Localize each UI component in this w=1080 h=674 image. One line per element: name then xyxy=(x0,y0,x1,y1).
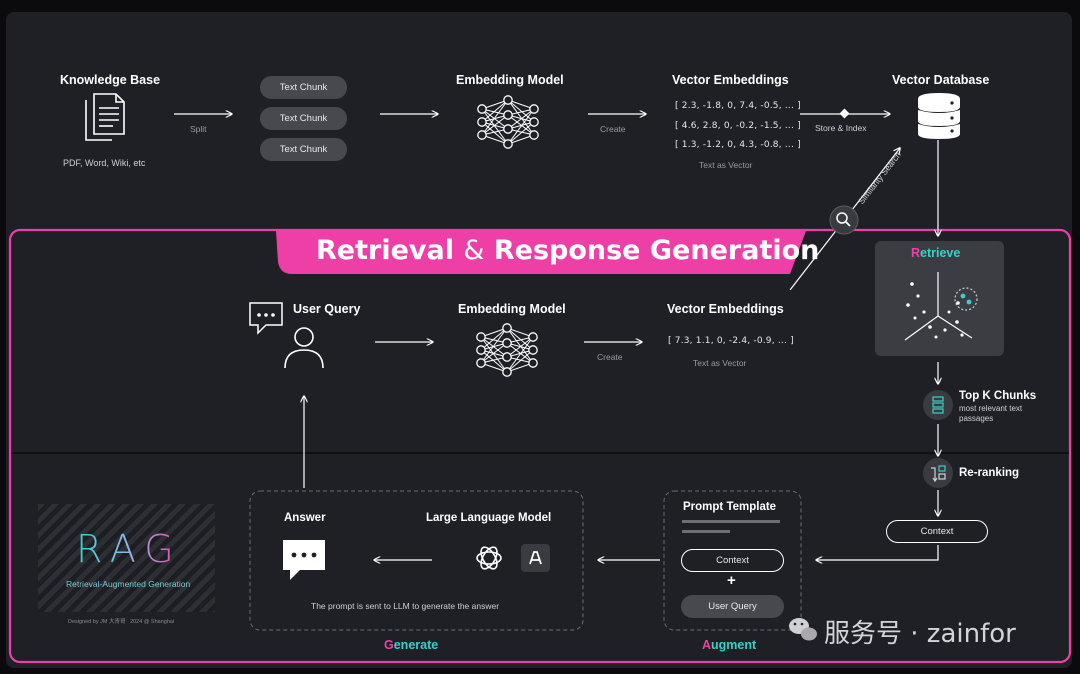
vector-points xyxy=(906,282,972,339)
watermark: 服务号 · zainfor xyxy=(824,619,1016,649)
context-pill: Context xyxy=(886,520,988,543)
rag-title: RAG xyxy=(76,527,183,571)
create-label: Create xyxy=(600,124,626,134)
embedding-model-title: Embedding Model xyxy=(456,73,564,87)
vector-embeddings-title: Vector Embeddings xyxy=(672,73,789,87)
topk-sub-2: passages xyxy=(959,414,994,423)
generate-box xyxy=(249,490,584,631)
vector-row: [ 4.6, 2.8, 0, -0.2, -1.5, ... ] xyxy=(675,121,801,131)
query-create-label: Create xyxy=(597,352,623,362)
neural-network-icon xyxy=(477,95,539,149)
llm-title: Large Language Model xyxy=(426,512,552,524)
vector-space-icon xyxy=(904,272,978,341)
text-as-vector-label: Text as Vector xyxy=(699,160,753,170)
plus-sign: + xyxy=(727,572,736,589)
wechat-icon xyxy=(789,618,817,641)
stack-icon xyxy=(932,396,944,414)
generate-note: The prompt is sent to LLM to generate th… xyxy=(311,601,500,611)
split-label: Split xyxy=(190,124,207,134)
augment-label: Augment xyxy=(702,638,757,652)
retrieve-title: Retrieve xyxy=(911,246,961,260)
topk-title: Top K Chunks xyxy=(959,390,1037,402)
rerank-icon xyxy=(931,465,946,483)
vector-row: [ 1.3, -1.2, 0, 4.3, -0.8, ... ] xyxy=(675,140,801,150)
knowledge-base-title: Knowledge Base xyxy=(60,73,161,87)
text-chunk-pill: Text Chunk xyxy=(260,76,347,99)
query-vector-row: [ 7.3, 1.1, 0, -2.4, -0.9, ... ] xyxy=(668,336,794,346)
answer-title: Answer xyxy=(284,512,326,524)
answer-chat-icon xyxy=(283,540,325,580)
text-chunk-pill: Text Chunk xyxy=(260,138,347,161)
store-index-label: Store & Index xyxy=(815,123,867,133)
store-node xyxy=(839,108,850,119)
augment-box xyxy=(663,490,802,631)
database-icon xyxy=(918,93,960,139)
retrieve-card xyxy=(875,241,1004,356)
query-embedding-model-title: Embedding Model xyxy=(458,302,566,316)
rerank-title: Re-ranking xyxy=(959,467,1020,479)
text-chunk-pill: Text Chunk xyxy=(260,107,347,130)
rerank-node xyxy=(923,458,953,488)
topk-sub-1: most relevant text xyxy=(959,404,1023,413)
section-banner xyxy=(276,231,806,274)
rag-subtitle: Retrieval-Augmented Generation xyxy=(66,579,191,589)
anthropic-logo-icon xyxy=(521,544,550,572)
query-text-as-vector-label: Text as Vector xyxy=(693,358,747,368)
anthropic-mark xyxy=(529,551,542,565)
query-vector-embeddings-title: Vector Embeddings xyxy=(667,302,784,316)
search-icon xyxy=(836,212,851,227)
context-to-augment-arrow xyxy=(816,545,939,560)
rag-card xyxy=(38,504,215,612)
banner-title: Retrieval & Response Generation xyxy=(316,235,820,266)
topk-node xyxy=(923,390,953,420)
template-line xyxy=(682,530,730,533)
openai-logo-icon xyxy=(476,546,502,570)
prompt-template-title: Prompt Template xyxy=(683,501,777,513)
sources-label: PDF, Word, Wiki, etc xyxy=(63,158,146,168)
generate-label: Generate xyxy=(384,638,439,652)
retrieval-panel xyxy=(8,228,1072,664)
vector-row: [ 2.3, -1.8, 0, 7.4, -0.5, ... ] xyxy=(675,101,801,111)
chat-bubble-icon xyxy=(249,302,283,335)
search-node xyxy=(829,205,859,235)
prompt-user-query-pill: User Query xyxy=(681,595,784,618)
neural-network-icon xyxy=(476,323,538,377)
template-line xyxy=(682,520,780,523)
prompt-context-pill: Context xyxy=(681,549,784,572)
user-query-title: User Query xyxy=(293,302,361,316)
vector-database-title: Vector Database xyxy=(892,73,990,87)
document-icon xyxy=(85,93,125,141)
user-icon xyxy=(284,327,324,369)
rag-credit: Designed by JM 大青哥 2024 @ Shanghai xyxy=(68,619,175,625)
